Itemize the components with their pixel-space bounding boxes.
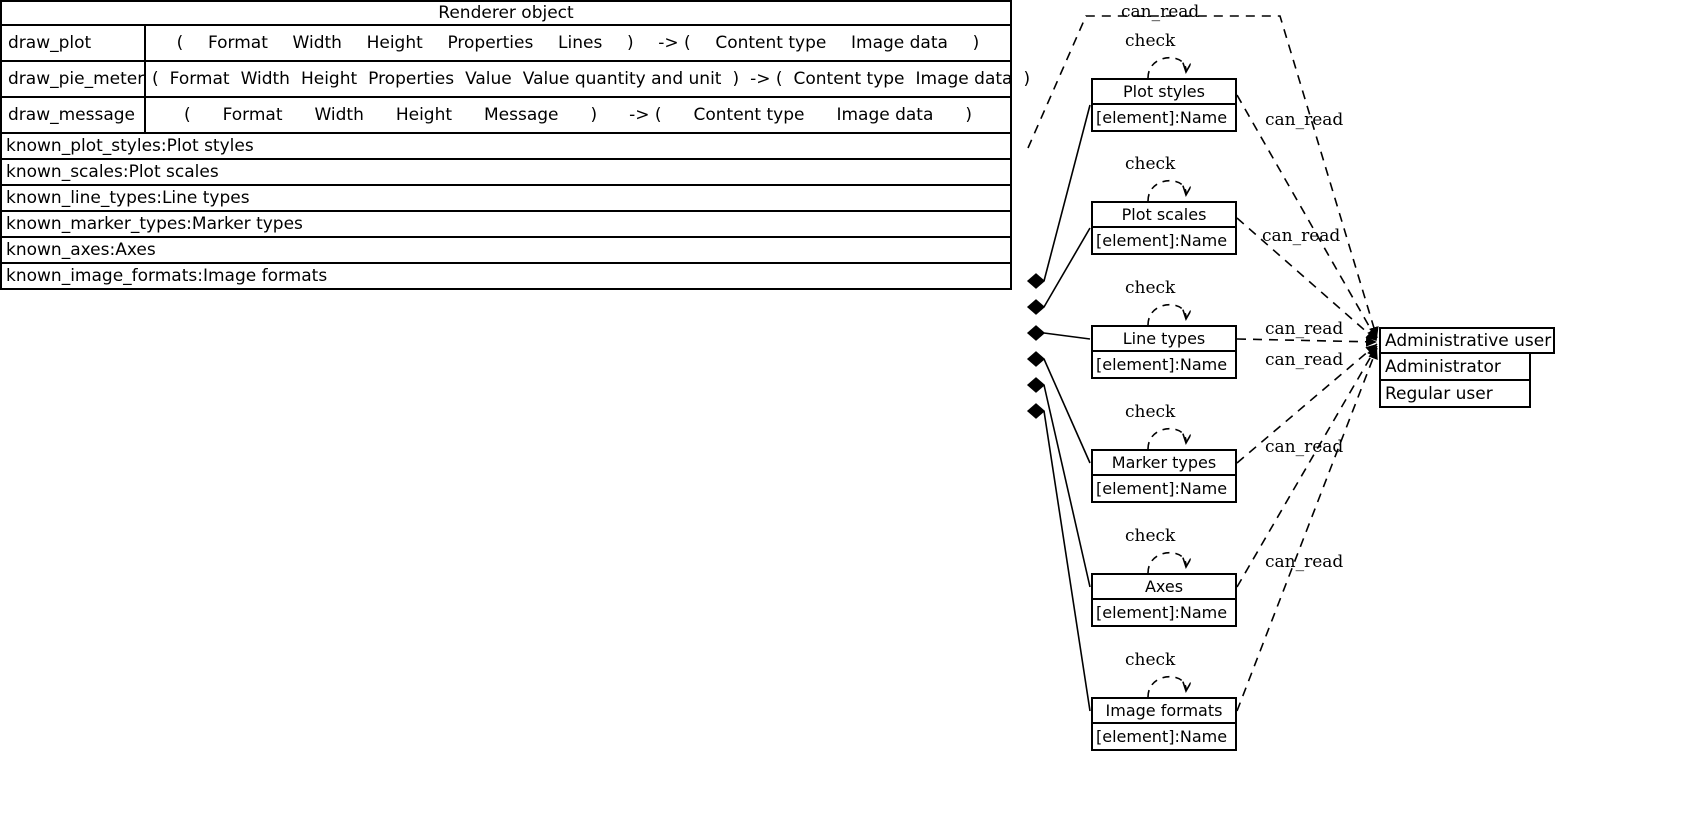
element-box-line-types: Line types [element]:Name <box>1091 325 1237 379</box>
sig-token: Image data <box>851 33 948 53</box>
element-attr-image-formats: [element]:Name <box>1091 724 1237 751</box>
element-title-axes: Axes <box>1091 573 1237 600</box>
edge-label-check-plot-styles: check <box>1125 31 1176 51</box>
sig-token: Width <box>292 33 342 53</box>
sig-token: Message <box>484 105 559 125</box>
edge-label-can-read-image-formats: can_read <box>1265 552 1344 572</box>
sig-token: Properties <box>368 69 455 89</box>
sig-token: ) <box>1023 69 1031 89</box>
sig-token: Image data <box>836 105 934 125</box>
edge-label-can-read-plot-scales: can_read <box>1262 226 1341 246</box>
operation-name-draw-pie-meter: draw_pie_meter <box>2 62 146 96</box>
sig-token: -> ( <box>750 69 783 89</box>
attribute-row-known-plot-styles: known_plot_styles:Plot styles <box>0 134 1012 160</box>
attribute-row-known-marker-types: known_marker_types:Marker types <box>0 212 1012 238</box>
operation-row-draw-plot: draw_plot ( Format Width Height Properti… <box>0 26 1012 62</box>
renderer-object-title: Renderer object <box>0 0 1012 26</box>
element-attr-line-types: [element]:Name <box>1091 352 1237 379</box>
edge-label-check-plot-scales: check <box>1125 154 1176 174</box>
sig-token: Content type <box>793 69 905 89</box>
edge-label-check-axes: check <box>1125 526 1176 546</box>
sig-token: Content type <box>715 33 827 53</box>
sig-token: ( <box>183 105 191 125</box>
sig-token: Format <box>169 69 230 89</box>
element-box-plot-styles: Plot styles [element]:Name <box>1091 78 1237 132</box>
edge-label-check-line-types: check <box>1125 278 1176 298</box>
element-attr-plot-scales: [element]:Name <box>1091 228 1237 255</box>
actor-box-administrative-user: Administrative user Administrator Regula… <box>1379 327 1555 408</box>
composition-diamonds <box>1026 273 1046 419</box>
sig-token: Width <box>240 69 290 89</box>
attribute-row-known-axes: known_axes:Axes <box>0 238 1012 264</box>
element-title-marker-types: Marker types <box>1091 449 1237 476</box>
sig-token: Content type <box>693 105 805 125</box>
edge-label-can-read-marker-types: can_read <box>1265 350 1344 370</box>
operation-row-draw-message: draw_message ( Format Width Height Messa… <box>0 98 1012 134</box>
sig-token: ) <box>965 105 972 125</box>
sig-token: Value <box>465 69 512 89</box>
edge-label-can-read-plot-styles: can_read <box>1265 110 1344 130</box>
sig-token: Lines <box>558 33 603 53</box>
element-title-image-formats: Image formats <box>1091 697 1237 724</box>
sig-token: Format <box>222 105 283 125</box>
edge-label-can-read-renderer: can_read <box>1121 2 1200 22</box>
operation-signature-draw-pie-meter: ( Format Width Height Properties Value V… <box>146 62 1036 96</box>
attribute-row-known-line-types: known_line_types:Line types <box>0 186 1012 212</box>
sig-token: ) <box>972 33 980 53</box>
operation-name-draw-message: draw_message <box>2 98 146 132</box>
sig-token: ( <box>152 69 159 89</box>
sig-token: Properties <box>447 33 534 53</box>
edge-label-can-read-line-types: can_read <box>1265 319 1344 339</box>
element-title-plot-scales: Plot scales <box>1091 201 1237 228</box>
edge-label-check-image-formats: check <box>1125 650 1176 670</box>
actor-role-administrator: Administrator <box>1379 354 1531 381</box>
sig-token: Height <box>300 69 358 89</box>
element-box-image-formats: Image formats [element]:Name <box>1091 697 1237 751</box>
operation-row-draw-pie-meter: draw_pie_meter ( Format Width Height Pro… <box>0 62 1030 98</box>
sig-token: Format <box>207 33 268 53</box>
sig-token: ) <box>626 33 634 53</box>
element-title-plot-styles: Plot styles <box>1091 78 1237 105</box>
sig-token: ( <box>176 33 184 53</box>
sig-token: -> ( <box>629 105 662 125</box>
attribute-row-known-scales: known_scales:Plot scales <box>0 160 1012 186</box>
operation-signature-draw-plot: ( Format Width Height Properties Lines )… <box>146 26 1010 60</box>
sig-token: Image data <box>915 69 1013 89</box>
sig-token: Height <box>395 105 453 125</box>
sig-token: Value quantity and unit <box>522 69 722 89</box>
actor-title: Administrative user <box>1379 327 1555 354</box>
element-box-marker-types: Marker types [element]:Name <box>1091 449 1237 503</box>
actor-role-regular-user: Regular user <box>1379 381 1531 408</box>
operation-signature-draw-message: ( Format Width Height Message ) -> ( Con… <box>146 98 1010 132</box>
sig-token: Width <box>314 105 364 125</box>
element-box-plot-scales: Plot scales [element]:Name <box>1091 201 1237 255</box>
edge-label-can-read-axes: can_read <box>1265 437 1344 457</box>
sig-token: Height <box>366 33 423 53</box>
operation-name-draw-plot: draw_plot <box>2 26 146 60</box>
element-attr-plot-styles: [element]:Name <box>1091 105 1237 132</box>
attribute-row-known-image-formats: known_image_formats:Image formats <box>0 264 1012 290</box>
edge-label-check-marker-types: check <box>1125 402 1176 422</box>
sig-token: -> ( <box>658 33 691 53</box>
renderer-object-class-box: Renderer object draw_plot ( Format Width… <box>0 0 1030 290</box>
element-attr-marker-types: [element]:Name <box>1091 476 1237 503</box>
sig-token: ) <box>732 69 740 89</box>
sig-token: ) <box>590 105 598 125</box>
composition-edges <box>1043 104 1091 712</box>
element-attr-axes: [element]:Name <box>1091 600 1237 627</box>
element-box-axes: Axes [element]:Name <box>1091 573 1237 627</box>
element-title-line-types: Line types <box>1091 325 1237 352</box>
